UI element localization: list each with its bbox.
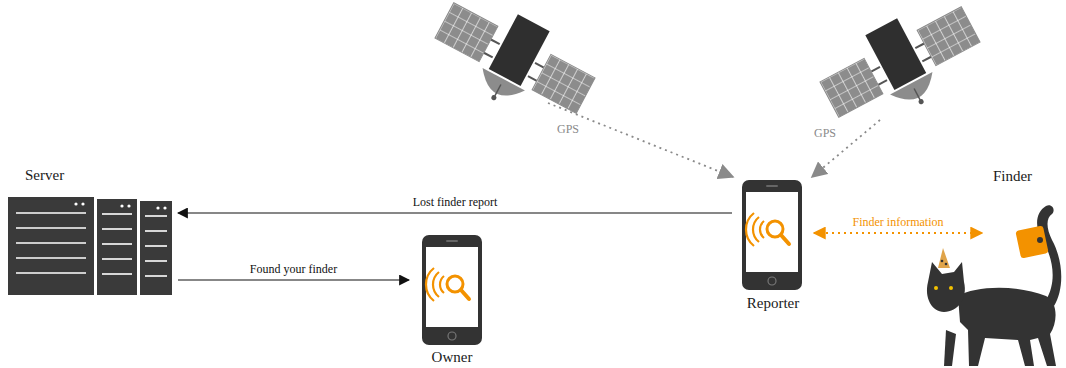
satellite-left (422, 0, 604, 137)
finder-node: Finder (985, 168, 1040, 263)
owner-node: Owner (412, 232, 492, 366)
signal-label: GPS (812, 126, 838, 140)
notify-arrow (178, 279, 409, 280)
node-label: Server (25, 167, 64, 184)
gps-signal (548, 103, 880, 177)
reporter-node: Reporter (735, 178, 811, 312)
owner-phone (422, 235, 482, 345)
server-node: Server (5, 167, 175, 297)
report-arrow (178, 212, 732, 213)
edge-label: Lost finder report (410, 195, 501, 209)
node-label: Finder (993, 168, 1032, 185)
server-rack (8, 197, 172, 295)
cat-figure (927, 205, 1061, 366)
signal-label: GPS (555, 122, 581, 136)
node-label: Owner (432, 349, 473, 366)
edge-label: Finder information (850, 215, 947, 229)
node-label: Reporter (747, 295, 799, 312)
bluetooth-link (814, 232, 982, 234)
reporter-phone (742, 180, 802, 290)
satellite-right (811, 0, 993, 141)
edge-label: Found your finder (247, 262, 340, 276)
